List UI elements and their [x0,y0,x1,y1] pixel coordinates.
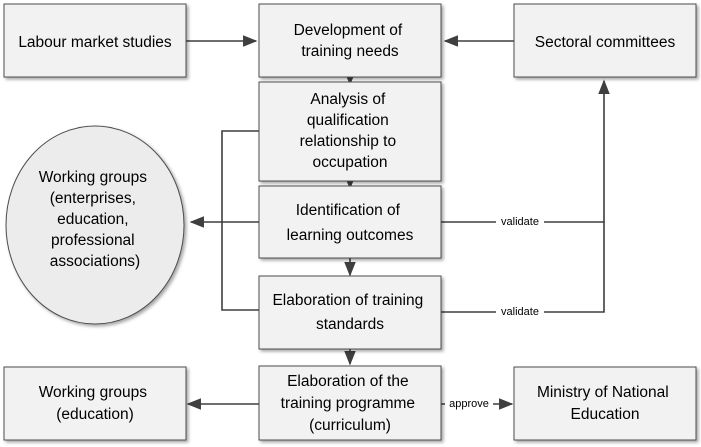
edge-label-validate-2: validate [501,306,539,318]
node-identification-learning-outcomes: Identification of learning outcomes [258,185,442,259]
node-ministry-national-education: Ministry of National Education [513,366,697,441]
node-development-training-needs: Development of training needs [258,3,442,78]
edge-validate-identification [441,79,610,223]
node-working-groups-ellipse-label: Working groups (enterprises, education, … [39,169,152,270]
node-working-groups-edu-label: Working groups (education) [39,384,152,423]
node-working-groups-ellipse: Working groups (enterprises, education, … [5,125,185,325]
node-elaboration-training-programme: Elaboration of the training programme (c… [258,365,442,441]
bracket-analysis-standards [221,130,259,311]
nodes: Labour market studies Development of tra… [3,3,697,441]
node-labour-market-studies: Labour market studies [3,3,187,78]
node-elaboration-standards-label: Elaboration of training standards [272,292,427,333]
node-elaboration-programme-label: Elaboration of the training programme (c… [281,373,420,434]
node-development-label: Development of training needs [294,22,407,60]
node-ministry-label: Ministry of National Education [537,384,673,423]
edge-validate-standards [441,222,605,313]
node-analysis-label: Analysis of qualification relationship t… [300,91,401,171]
edge-labels: validate validate approve [445,215,544,410]
node-sectoral-label: Sectoral committees [535,34,676,51]
node-sectoral-committees: Sectoral committees [513,3,697,78]
node-analysis-qualification: Analysis of qualification relationship t… [258,81,442,182]
node-identification-label: Identification of learning outcomes [287,202,414,244]
edge-label-approve: approve [449,398,489,410]
node-elaboration-training-standards: Elaboration of training standards [258,275,442,350]
edge-label-validate-1: validate [501,216,539,228]
node-labour-market-studies-label: Labour market studies [18,34,172,51]
node-working-groups-education: Working groups (education) [3,366,187,441]
